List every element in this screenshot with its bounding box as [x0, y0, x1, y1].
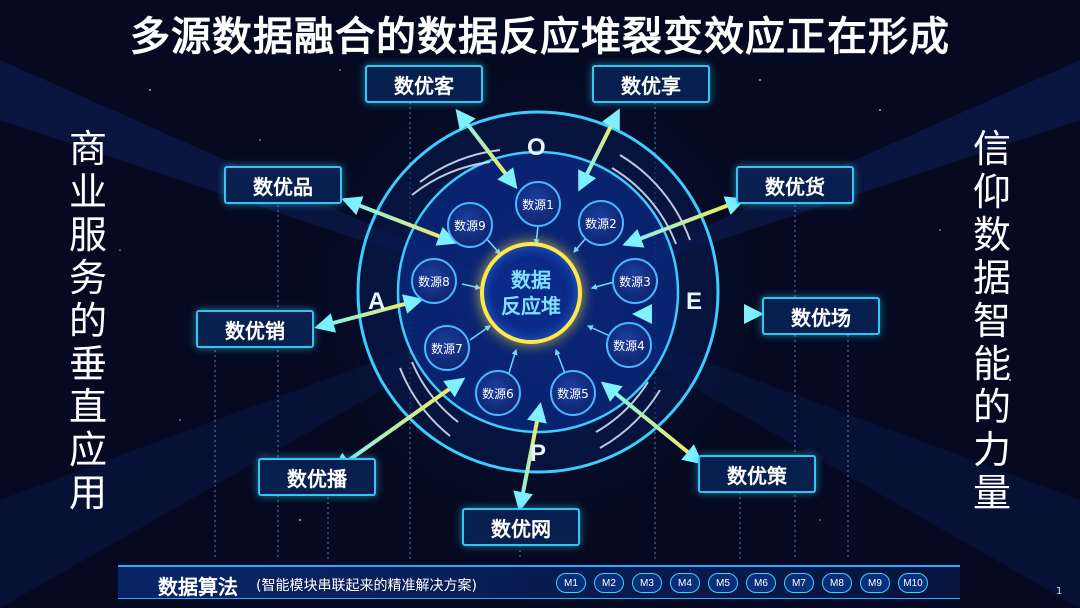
connector-arrows — [314, 108, 764, 512]
source-node-5: 数源5 — [550, 370, 596, 416]
algorithm-title: 数据算法 — [158, 575, 238, 599]
module-chip-m8: M8 — [822, 573, 852, 593]
left-vertical-text: 商业服务的垂直应用 — [68, 127, 107, 515]
source-node-7: 数源7 — [424, 325, 470, 371]
core-label-line1: 数据 — [511, 268, 551, 292]
page-number: 1 — [1056, 586, 1063, 597]
module-chip-m7: M7 — [784, 573, 814, 593]
module-chip-m4: M4 — [670, 573, 700, 593]
page-title: 多源数据融合的数据反应堆裂变效应正在形成 — [130, 14, 950, 60]
output-box-shuyouke: 数优客 — [365, 65, 483, 103]
output-box-shuyoupin: 数优品 — [224, 166, 342, 204]
module-chip-m9: M9 — [860, 573, 890, 593]
output-box-shuyouhuo: 数优货 — [736, 166, 854, 204]
output-box-shuyouxiang: 数优享 — [592, 65, 710, 103]
ring-letter-top: O — [527, 134, 546, 161]
module-chip-m2: M2 — [594, 573, 624, 593]
output-box-shuyouce: 数优策 — [698, 455, 816, 493]
source-node-4: 数源4 — [606, 322, 652, 368]
core-label-line2: 反应堆 — [501, 294, 561, 318]
module-chip-m3: M3 — [632, 573, 662, 593]
module-chip-m5: M5 — [708, 573, 738, 593]
source-node-8: 数源8 — [411, 258, 457, 304]
ring-letter-right: E — [686, 288, 703, 315]
data-reactor-core: 数据 反应堆 — [480, 242, 582, 344]
module-chip-m10: M10 — [898, 573, 928, 593]
ring-letter-bottom: P — [530, 440, 547, 467]
output-box-shuyouwang: 数优网 — [462, 508, 580, 546]
algorithm-bar: 数据算法 (智能模块串联起来的精准解决方案) M1 M2 M3 M4 M5 M6… — [118, 565, 960, 599]
source-node-6: 数源6 — [475, 370, 521, 416]
module-chip-m1: M1 — [556, 573, 586, 593]
source-node-1: 数源1 — [515, 181, 561, 227]
right-vertical-text: 信仰数据智能的力量 — [972, 127, 1011, 515]
source-node-3: 数源3 — [612, 258, 658, 304]
output-box-shuyouxiao: 数优销 — [196, 310, 314, 348]
output-box-shuyoubo: 数优播 — [258, 458, 376, 496]
module-chip-m6: M6 — [746, 573, 776, 593]
source-node-2: 数源2 — [578, 200, 624, 246]
output-box-shuyouchang: 数优场 — [762, 297, 880, 335]
source-node-9: 数源9 — [447, 202, 493, 248]
ring-letter-left: A — [368, 288, 386, 315]
algorithm-subtitle: (智能模块串联起来的精准解决方案) — [256, 578, 477, 594]
